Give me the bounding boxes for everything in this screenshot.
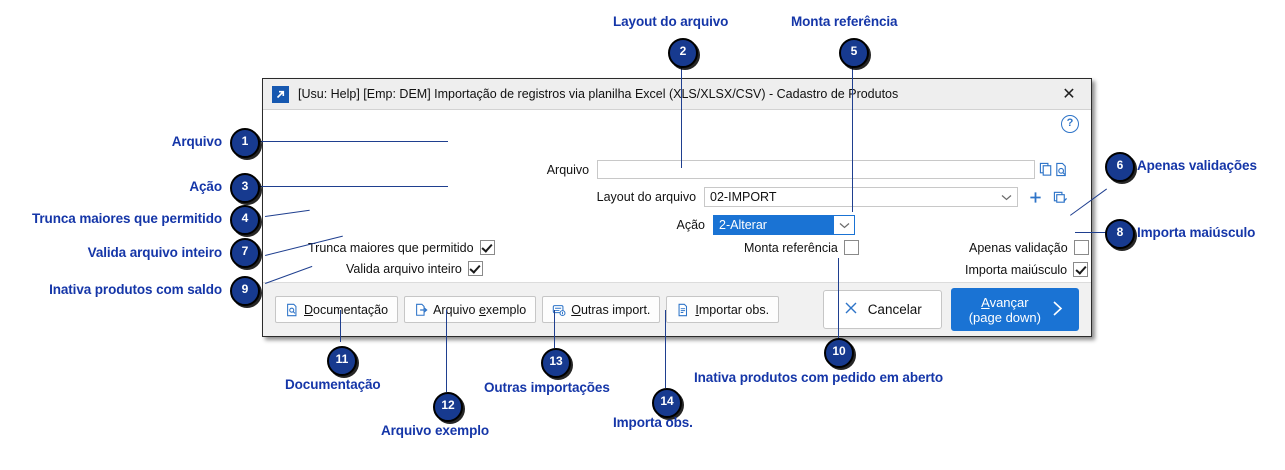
next-accel: A bbox=[981, 294, 990, 310]
checkbox-row-monta-referencia[interactable]: Monta referência bbox=[744, 240, 859, 255]
arquivo-label: Arquivo bbox=[546, 162, 590, 177]
outras-import-label: Outras import. bbox=[571, 303, 650, 317]
layout-label: Layout do arquivo bbox=[596, 190, 697, 204]
annotation-label-12: Arquivo exemplo bbox=[381, 423, 490, 438]
annotation-label-6: Apenas validações bbox=[1137, 158, 1257, 173]
arquivo-exemplo-accel: e bbox=[478, 302, 486, 317]
badge-4: 4 bbox=[230, 205, 260, 235]
arquivo-exemplo-label: Arquivo exemplo bbox=[433, 303, 526, 317]
next-label: Avançar (page down) bbox=[969, 295, 1041, 325]
checkbox-row-valida[interactable]: Valida arquivo inteiro bbox=[346, 261, 483, 276]
acao-label: Ação bbox=[676, 218, 706, 232]
badge-7: 7 bbox=[230, 238, 260, 268]
monta-referencia-label: Monta referência bbox=[744, 240, 838, 255]
outras-import-accel: O bbox=[571, 302, 581, 317]
search-file-icon[interactable] bbox=[1054, 161, 1069, 178]
badge-10: 10 bbox=[824, 338, 854, 368]
chevron-right-icon bbox=[1051, 299, 1064, 321]
badge-2: 2 bbox=[668, 38, 698, 68]
annotation-label-14: Importa obs. bbox=[613, 415, 693, 430]
import-dialog: [Usu: Help] [Emp: DEM] Importação de reg… bbox=[262, 78, 1092, 337]
importar-obs-button[interactable]: Importar obs. bbox=[666, 296, 780, 323]
cancel-button[interactable]: Cancelar bbox=[822, 290, 942, 329]
acao-select-value: 2-Alterar bbox=[719, 218, 767, 232]
trunca-checkbox[interactable] bbox=[479, 240, 495, 255]
layout-select-value: 02-IMPORT bbox=[710, 190, 777, 204]
importa-maiusculo-checkbox[interactable] bbox=[1073, 262, 1089, 277]
edit-layout-icon[interactable] bbox=[1052, 189, 1069, 206]
trunca-label: Trunca maiores que permitido bbox=[308, 240, 474, 255]
documentacao-label: Documentação bbox=[304, 303, 388, 317]
badge-13: 13 bbox=[541, 348, 571, 378]
annotation-label-1: Arquivo bbox=[171, 134, 222, 149]
acao-select[interactable]: 2-Alterar bbox=[713, 215, 855, 235]
file-export-icon bbox=[414, 303, 428, 317]
dialog-body: ? Arquivo Layout do arquivo 02-IMPORT bbox=[263, 110, 1091, 336]
checkbox-row-apenas-validacao[interactable]: Apenas validação bbox=[969, 240, 1089, 255]
add-layout-icon[interactable] bbox=[1027, 189, 1044, 206]
import-list-icon bbox=[552, 303, 566, 317]
importar-obs-rest: mportar obs. bbox=[698, 302, 770, 317]
help-icon[interactable]: ? bbox=[1061, 115, 1079, 133]
close-icon[interactable]: ✕ bbox=[1062, 86, 1076, 103]
annotation-label-3: Ação bbox=[189, 179, 222, 194]
badge-6: 6 bbox=[1105, 152, 1135, 182]
badge-8: 8 bbox=[1105, 219, 1135, 249]
badge-1: 1 bbox=[230, 128, 260, 158]
badge-3: 3 bbox=[230, 173, 260, 203]
chevron-down-icon bbox=[833, 216, 854, 234]
title-bar: [Usu: Help] [Emp: DEM] Importação de reg… bbox=[263, 79, 1091, 110]
annotation-label-2: Layout do arquivo bbox=[613, 14, 729, 29]
importa-maiusculo-label: Importa maiúsculo bbox=[965, 262, 1068, 277]
button-bar: Documentação Arquivo exemplo Outras impo… bbox=[263, 282, 1091, 336]
badge-9: 9 bbox=[230, 276, 260, 306]
next-button[interactable]: Avançar (page down) bbox=[950, 288, 1079, 331]
window-title: [Usu: Help] [Emp: DEM] Importação de reg… bbox=[298, 87, 899, 101]
annotation-label-5: Monta referência bbox=[791, 14, 898, 29]
copy-file-icon[interactable] bbox=[1039, 161, 1054, 178]
documentacao-accel: D bbox=[304, 302, 314, 317]
importar-obs-label: Importar obs. bbox=[695, 303, 769, 317]
annotation-label-10: Inativa produtos com pedido em aberto bbox=[694, 370, 944, 385]
annotation-label-9: Inativa produtos com saldo bbox=[49, 282, 222, 297]
arquivo-input[interactable] bbox=[597, 160, 1035, 179]
field-row-acao: Ação 2-Alterar bbox=[263, 215, 1069, 235]
apenas-validacao-label: Apenas validação bbox=[969, 240, 1068, 255]
field-row-arquivo: Arquivo bbox=[263, 160, 1069, 179]
apenas-validacao-checkbox[interactable] bbox=[1073, 240, 1089, 255]
chevron-down-icon bbox=[997, 188, 1017, 206]
checkbox-row-importa-maiusculo[interactable]: Importa maiúsculo bbox=[965, 262, 1089, 277]
outras-import-rest: utras import. bbox=[580, 302, 651, 317]
close-x-icon bbox=[843, 300, 859, 319]
arquivo-exemplo-pre: Arquivo bbox=[433, 302, 479, 317]
documentacao-button[interactable]: Documentação bbox=[275, 296, 399, 323]
layout-select[interactable]: 02-IMPORT bbox=[704, 187, 1018, 207]
valida-checkbox[interactable] bbox=[467, 261, 483, 276]
annotation-label-13: Outras importações bbox=[484, 380, 610, 395]
annotation-label-11: Documentação bbox=[285, 377, 381, 392]
badge-5: 5 bbox=[839, 38, 869, 68]
next-rest: vançar bbox=[989, 294, 1029, 310]
cancel-label: Cancelar bbox=[867, 302, 922, 317]
monta-referencia-checkbox[interactable] bbox=[843, 240, 859, 255]
next-sub: (page down) bbox=[968, 309, 1041, 325]
checkbox-row-trunca[interactable]: Trunca maiores que permitido bbox=[308, 240, 495, 255]
field-row-layout: Layout do arquivo 02-IMPORT bbox=[263, 187, 1069, 207]
documentacao-rest: ocumentação bbox=[313, 302, 389, 317]
annotation-label-8: Importa maiúsculo bbox=[1137, 225, 1256, 240]
arquivo-exemplo-button[interactable]: Arquivo exemplo bbox=[404, 296, 537, 323]
arquivo-exemplo-rest: xemplo bbox=[485, 302, 527, 317]
valida-label: Valida arquivo inteiro bbox=[346, 261, 462, 276]
badge-14: 14 bbox=[652, 388, 682, 418]
document-search-icon bbox=[285, 303, 299, 317]
arrow-diagonal-icon bbox=[272, 85, 289, 103]
importar-obs-accel: I bbox=[695, 302, 699, 317]
annotation-label-4: Trunca maiores que permitido bbox=[32, 211, 222, 226]
outras-import-button[interactable]: Outras import. bbox=[542, 296, 661, 323]
document-lines-icon bbox=[676, 303, 690, 317]
badge-12: 12 bbox=[433, 392, 463, 422]
annotation-label-7: Valida arquivo inteiro bbox=[87, 245, 222, 260]
badge-11: 11 bbox=[327, 346, 357, 376]
